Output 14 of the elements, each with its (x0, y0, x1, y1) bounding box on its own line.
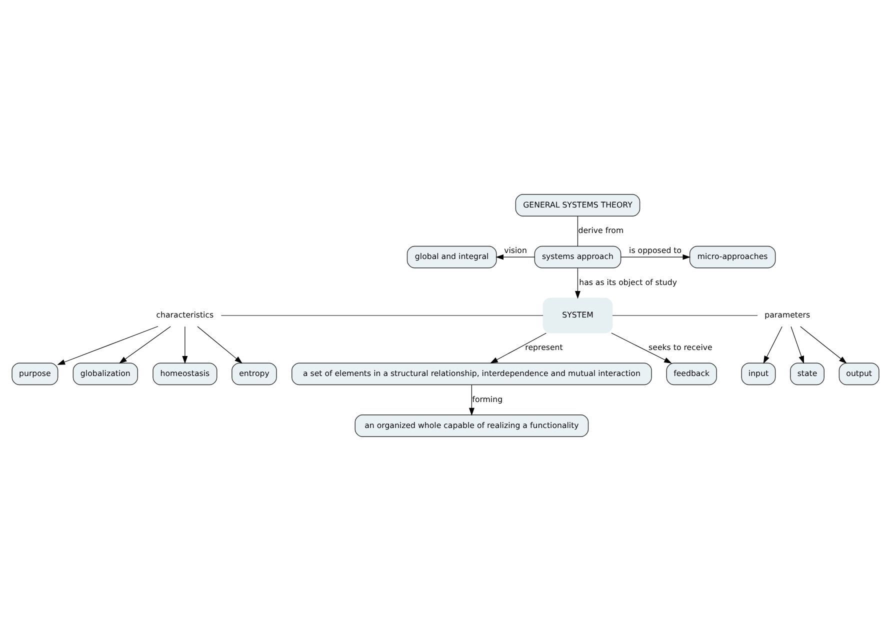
arrow (490, 332, 546, 363)
arrow (800, 326, 847, 364)
arrow (468, 384, 474, 416)
arrow (763, 326, 782, 364)
arrow (57, 326, 158, 364)
arrow (182, 326, 188, 364)
arrow (118, 326, 171, 364)
arrow (790, 326, 804, 364)
arrow (197, 326, 242, 364)
arrow (611, 332, 672, 363)
arrow (496, 254, 535, 260)
arrow (620, 254, 691, 260)
arrow (575, 267, 580, 298)
connector (577, 216, 578, 246)
